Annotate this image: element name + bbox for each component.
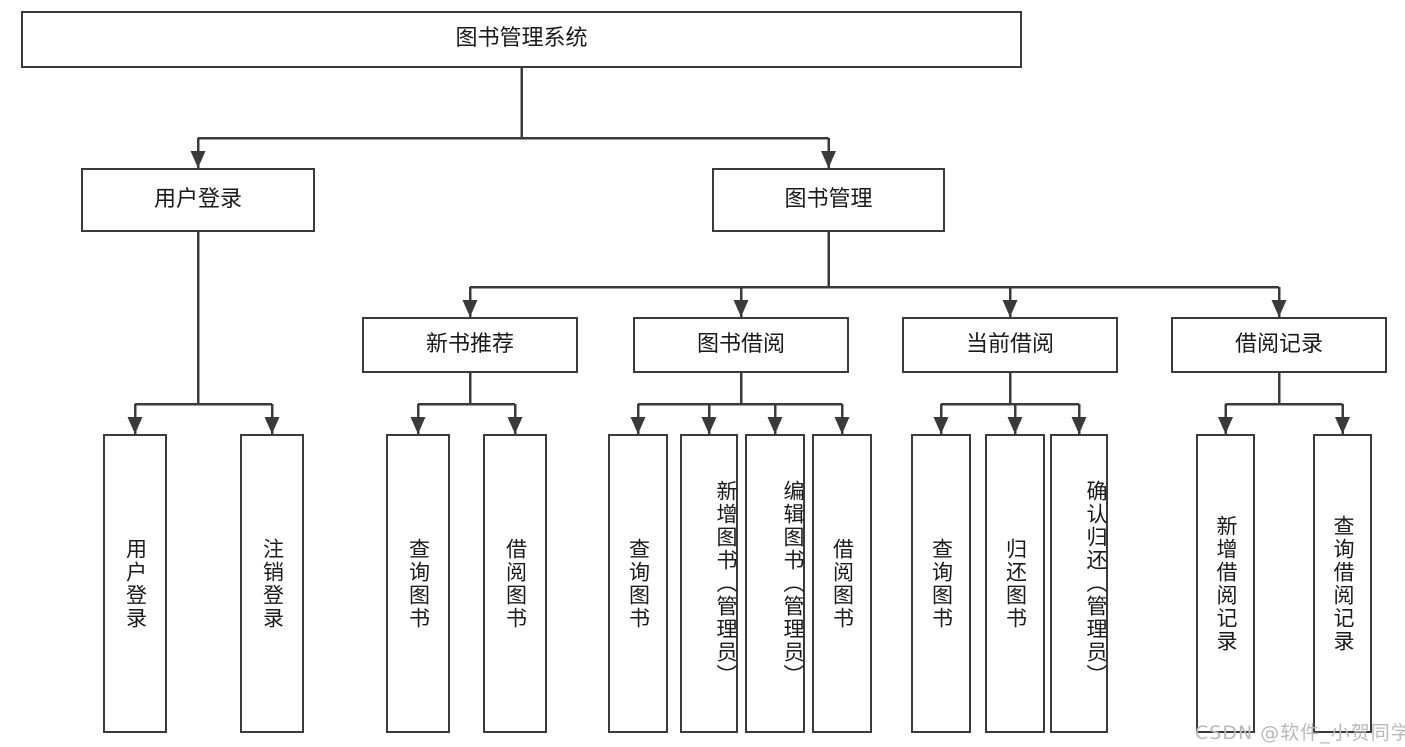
node-label: 当前借阅 — [965, 331, 1054, 357]
arrowhead — [462, 300, 478, 317]
node-label: 新增借阅记录 — [1214, 514, 1238, 653]
node-book-manage: 图书管理 — [712, 168, 945, 232]
arrowhead — [1071, 417, 1087, 434]
node-leaf-user-login: 用户登录 — [103, 434, 167, 733]
node-label: 查询图书 — [406, 537, 431, 630]
arrowhead — [701, 417, 717, 434]
node-label: 借阅图书 — [830, 537, 855, 630]
node-label: 图书管理系统 — [455, 26, 588, 52]
arrowhead — [127, 417, 143, 434]
node-leaf-borrow-book-2: 借阅图书 — [812, 434, 872, 733]
node-leaf-confirm-return: 确认归还（管理员） — [1050, 434, 1108, 733]
node-label: 确认归还（管理员） — [1084, 480, 1108, 687]
csdn-watermark: CSDN @软件_小贺同学 — [1195, 722, 1405, 744]
arrowhead — [190, 151, 206, 168]
node-user-login: 用户登录 — [81, 168, 315, 232]
node-leaf-return-book: 归还图书 — [985, 434, 1045, 733]
node-label: 注销登录 — [260, 537, 285, 630]
node-leaf-query-book-3: 查询图书 — [911, 434, 971, 733]
arrowhead — [767, 417, 783, 434]
arrowhead — [264, 417, 280, 434]
node-leaf-query-book-2: 查询图书 — [608, 434, 668, 733]
node-label: 查询图书 — [929, 537, 954, 630]
arrowhead — [1007, 417, 1023, 434]
arrowhead — [733, 300, 749, 317]
node-label: 编辑图书（管理员） — [781, 480, 805, 687]
arrowhead — [1335, 417, 1350, 434]
node-leaf-borrow-book-1: 借阅图书 — [483, 434, 547, 733]
arrowhead — [1271, 300, 1287, 317]
node-label: 借阅图书 — [503, 537, 528, 630]
node-label: 新书推荐 — [425, 331, 514, 357]
node-label: 查询图书 — [626, 537, 651, 630]
node-leaf-query-book-1: 查询图书 — [386, 434, 450, 733]
node-root: 图书管理系统 — [21, 11, 1022, 68]
node-leaf-edit-book: 编辑图书（管理员） — [745, 434, 805, 733]
arrowhead — [1002, 300, 1018, 317]
arrowhead — [507, 417, 523, 434]
arrowhead — [1218, 417, 1233, 434]
arrowhead — [834, 417, 850, 434]
arrowhead — [630, 417, 646, 434]
node-leaf-logout: 注销登录 — [240, 434, 304, 733]
node-label: 借阅记录 — [1234, 331, 1323, 357]
arrowhead — [821, 151, 836, 168]
node-label: 查询借阅记录 — [1331, 514, 1355, 653]
node-new-book-recommend: 新书推荐 — [362, 317, 578, 373]
node-label: 归还图书 — [1003, 537, 1028, 630]
node-label: 新增图书（管理员） — [714, 480, 738, 687]
node-leaf-query-record: 查询借阅记录 — [1313, 434, 1372, 733]
node-leaf-add-record: 新增借阅记录 — [1196, 434, 1255, 733]
node-label: 图书管理 — [784, 186, 873, 212]
arrowhead — [933, 417, 949, 434]
arrowhead — [410, 417, 426, 434]
node-leaf-add-book: 新增图书（管理员） — [680, 434, 738, 733]
node-label: 用户登录 — [123, 537, 148, 630]
node-label: 图书借阅 — [696, 331, 785, 357]
node-borrow-record: 借阅记录 — [1171, 317, 1387, 373]
node-current-borrow: 当前借阅 — [902, 317, 1118, 373]
node-book-borrow: 图书借阅 — [633, 317, 849, 373]
node-label: 用户登录 — [153, 186, 242, 212]
